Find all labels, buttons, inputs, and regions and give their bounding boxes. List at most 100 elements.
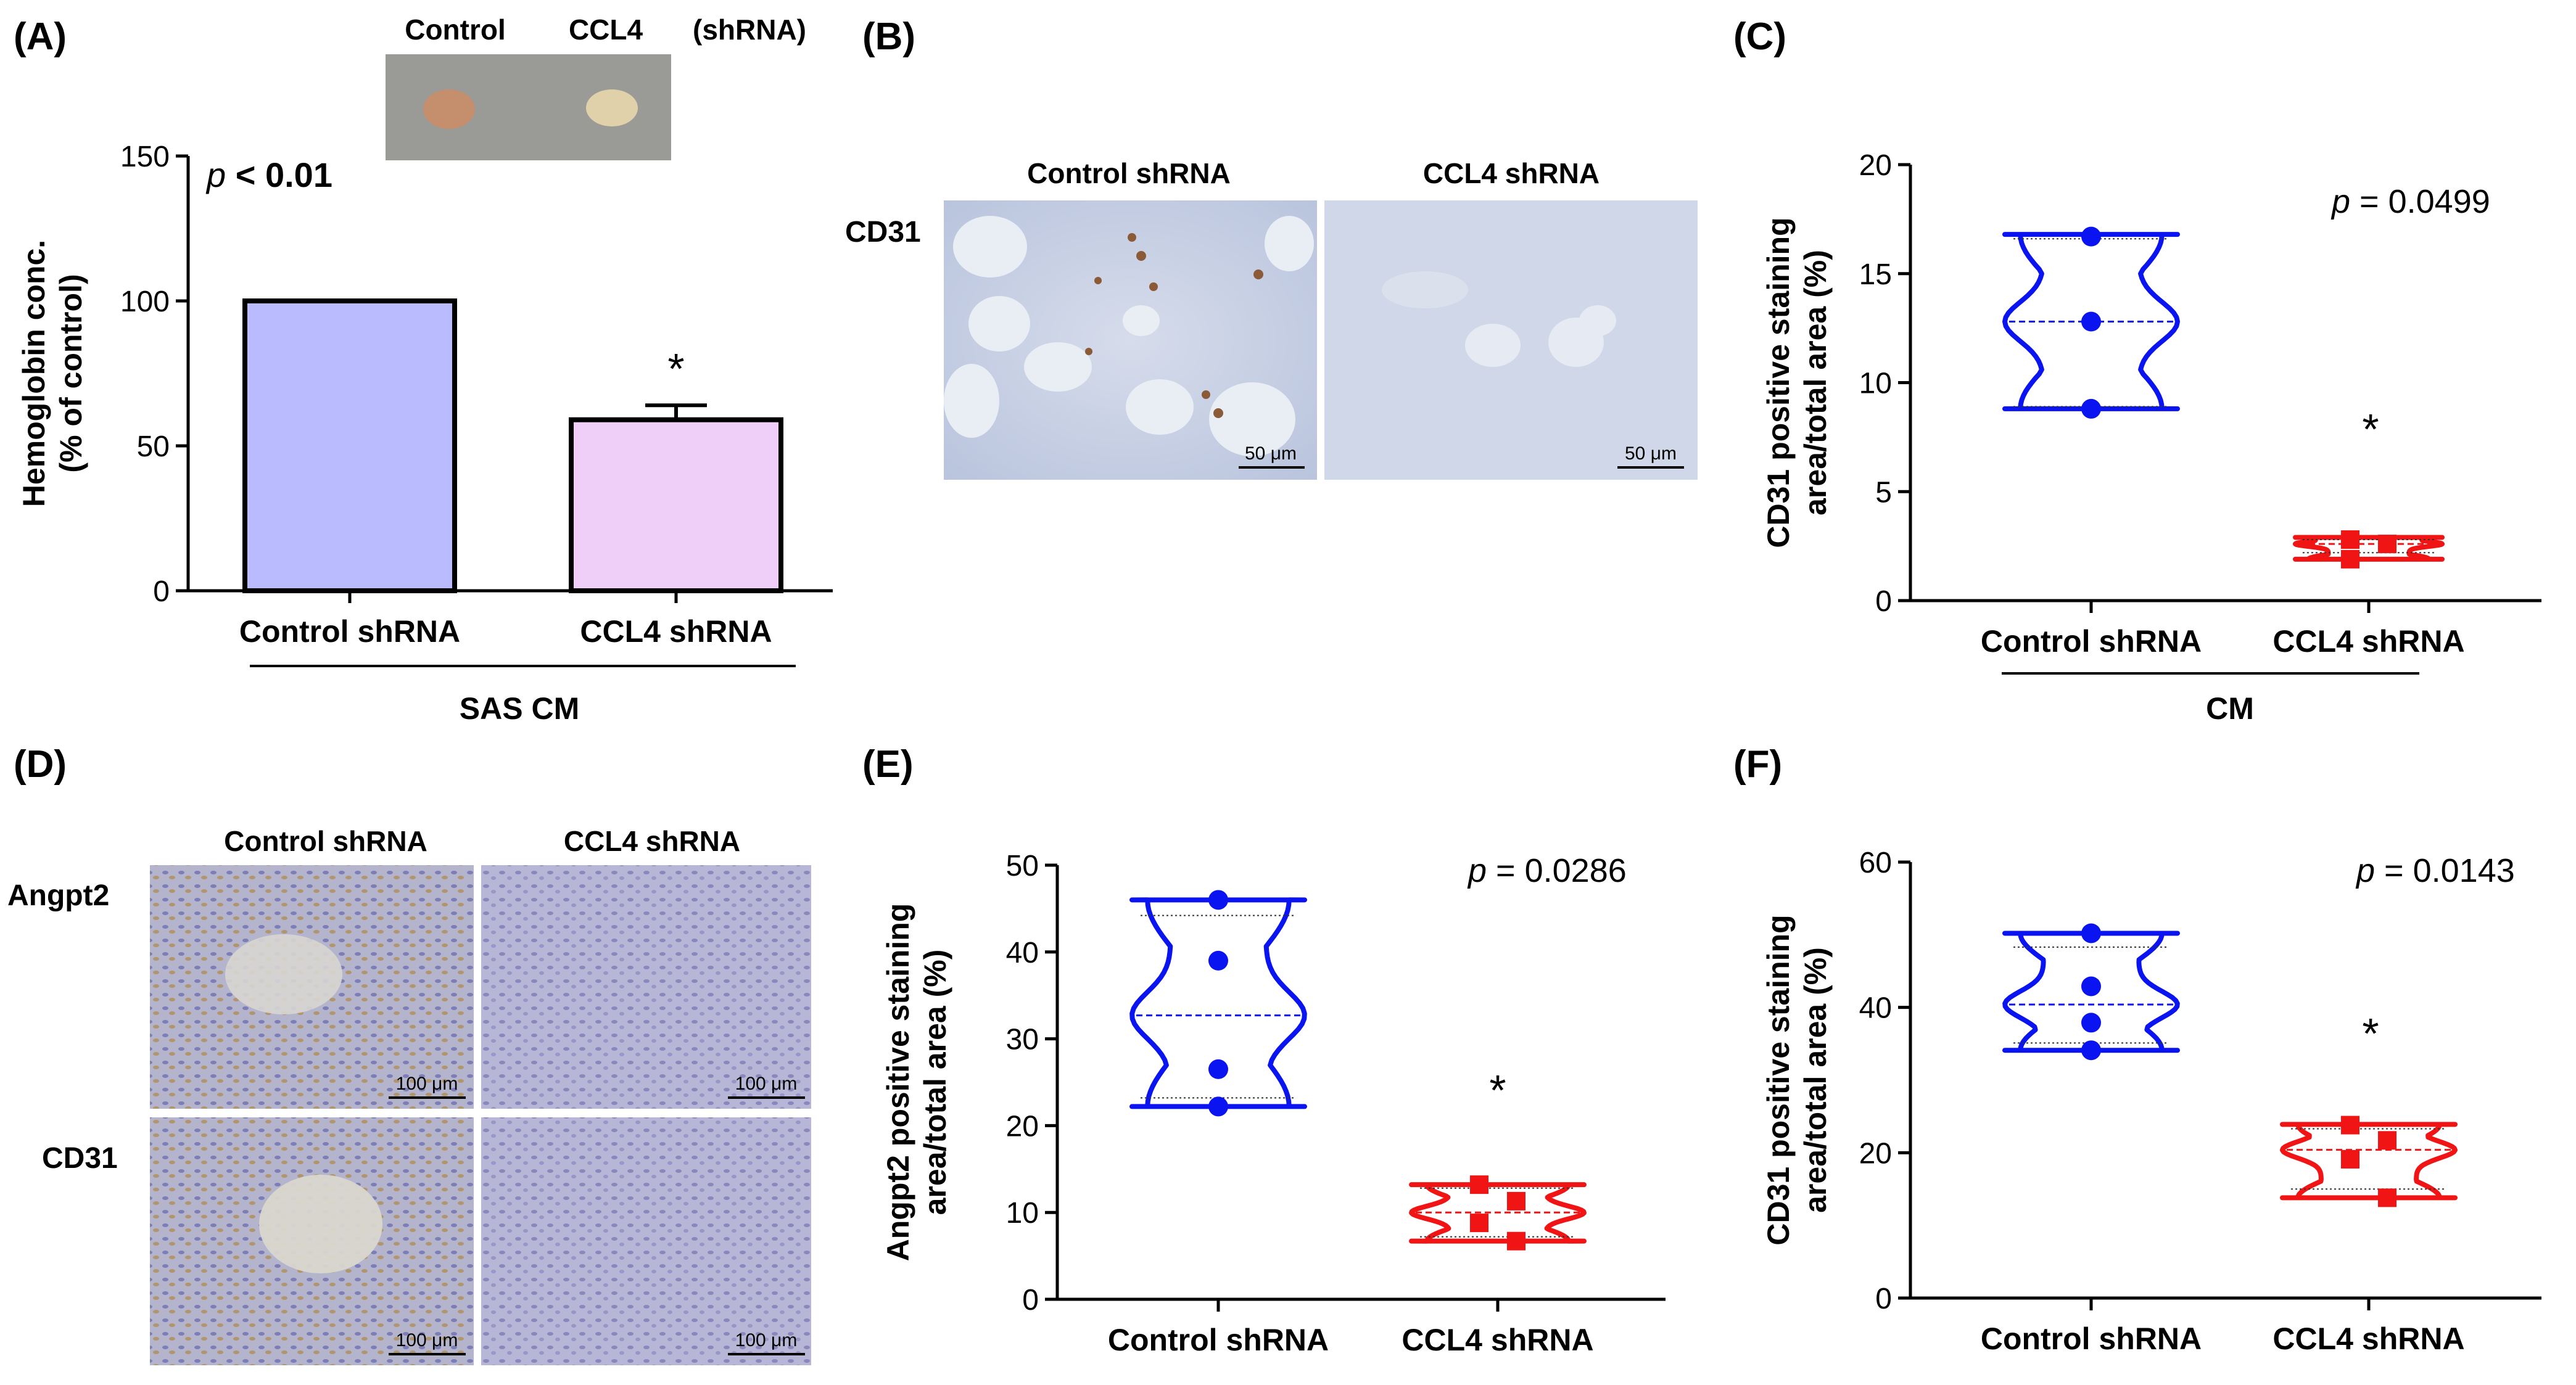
- y-tick-label: 0: [1022, 1284, 1039, 1317]
- scale-bar-label: 100 μm: [396, 1074, 458, 1094]
- panel-a: (A) Control CCL4 (shRNA) 050100150Contro…: [14, 14, 833, 726]
- y-tick-label: 15: [1859, 258, 1892, 291]
- micrograph-control-cd31: 50 μm: [944, 200, 1317, 480]
- significance-star-e: *: [1489, 1066, 1506, 1114]
- violin-outline: [2002, 931, 2180, 1053]
- significance-star-c: *: [2362, 405, 2379, 453]
- violin-outline: [2002, 232, 2180, 411]
- data-point: [2081, 311, 2101, 332]
- photo-label-shrna: (shRNA): [693, 14, 806, 46]
- panel-label-c: (C): [1733, 15, 1786, 58]
- x-tick-label: CCL4 shRNA: [1402, 1323, 1593, 1357]
- panel-label-f: (F): [1733, 743, 1782, 786]
- photo-label-control: Control: [405, 14, 506, 46]
- bar: [569, 417, 783, 593]
- y-tick-label: 5: [1875, 476, 1892, 509]
- scale-bar-label: 100 μm: [396, 1330, 458, 1350]
- violin-outline: [2280, 1122, 2458, 1201]
- row-label-angpt2-d: Angpt2: [7, 879, 109, 912]
- y-tick-label: 40: [1006, 937, 1039, 969]
- y-axis-label: area/total area (%): [918, 950, 952, 1215]
- data-point: [2081, 1040, 2101, 1061]
- data-point: [2341, 530, 2359, 549]
- data-point: [2081, 398, 2101, 419]
- panel-label-e: (E): [862, 743, 914, 786]
- y-tick-label: 20: [1006, 1110, 1039, 1143]
- row-label-cd31-d: CD31: [42, 1142, 118, 1175]
- control-plug-image: [423, 89, 475, 129]
- y-axis-label: Hemoglobin conc.: [17, 240, 51, 507]
- group-label-c: CM: [2206, 691, 2254, 726]
- y-tick-label: 50: [1006, 850, 1039, 882]
- panel-label-a: (A): [14, 15, 67, 58]
- scale-bar-label: 50 μm: [1625, 443, 1677, 464]
- x-tick-label: Control shRNA: [239, 614, 460, 649]
- y-tick-label: 10: [1006, 1197, 1039, 1230]
- data-point: [2081, 226, 2101, 247]
- micrograph-control-cd31-d: 100 μm: [150, 1117, 474, 1365]
- y-tick-label: 0: [1875, 585, 1892, 618]
- data-point: [2341, 1116, 2359, 1135]
- p-value-a: p < 0.01: [205, 155, 332, 194]
- y-axis-label: Angpt2 positive staining: [881, 903, 915, 1262]
- y-tick-label: 0: [153, 575, 170, 608]
- col-label-ccl4-d: CCL4 shRNA: [564, 825, 740, 857]
- panel-label-d: (D): [14, 743, 67, 786]
- data-point: [2081, 923, 2101, 943]
- data-point: [2378, 1131, 2396, 1150]
- p-rest: = 0.0286: [1487, 852, 1627, 889]
- y-axis-label: area/total area (%): [1798, 250, 1833, 516]
- y-tick-label: 30: [1006, 1024, 1039, 1056]
- col-label-ccl4-b: CCL4 shRNA: [1423, 157, 1600, 189]
- p-rest: = 0.0499: [2350, 183, 2490, 220]
- p-value-f: p = 0.0143: [2355, 852, 2515, 889]
- y-axis-label: CD31 positive staining: [1761, 217, 1796, 548]
- data-point: [1507, 1231, 1525, 1251]
- data-point: [1470, 1175, 1488, 1194]
- panel-b: (B) Control shRNA CCL4 shRNA CD31 50 μm: [845, 15, 1698, 480]
- y-axis-label: area/total area (%): [1798, 947, 1833, 1213]
- data-point: [1507, 1191, 1525, 1210]
- y-tick-label: 20: [1859, 149, 1892, 182]
- y-tick-label: 60: [1859, 847, 1892, 879]
- data-point: [1470, 1214, 1488, 1233]
- p-italic: p: [205, 155, 226, 194]
- data-point: [2378, 535, 2396, 554]
- y-tick-label: 50: [137, 430, 170, 463]
- violin-outline: [1409, 1182, 1587, 1244]
- micrograph-ccl4-cd31: 50 μm: [1324, 200, 1698, 480]
- micrograph-control-angpt2: 100 μm: [150, 865, 474, 1109]
- violin-outline: [2293, 535, 2445, 562]
- panel-label-b: (B): [862, 15, 915, 58]
- data-point: [2341, 549, 2359, 569]
- y-axis-label: CD31 positive staining: [1761, 914, 1796, 1245]
- p-value-e: p = 0.0286: [1467, 852, 1627, 889]
- y-tick-label: 150: [120, 141, 170, 173]
- x-tick-label: CCL4 shRNA: [2273, 624, 2464, 659]
- data-point: [2081, 976, 2101, 997]
- y-tick-label: 40: [1859, 992, 1892, 1025]
- panel-d: (D) Control shRNA CCL4 shRNA Angpt2 CD31…: [7, 743, 811, 1365]
- x-tick-label: Control shRNA: [1981, 1321, 2202, 1356]
- micrograph-ccl4-cd31-d: 100 μm: [481, 1117, 811, 1365]
- col-label-control-b: Control shRNA: [1027, 157, 1231, 189]
- p-value-c: p = 0.0499: [2330, 183, 2490, 220]
- group-label-a: SAS CM: [460, 691, 579, 726]
- y-tick-label: 0: [1875, 1283, 1892, 1315]
- significance-star-f: *: [2362, 1009, 2379, 1058]
- micrograph-ccl4-angpt2: 100 μm: [481, 865, 811, 1109]
- data-point: [2341, 1149, 2359, 1169]
- scale-bar-label: 50 μm: [1245, 443, 1297, 464]
- p-rest: = 0.0143: [2375, 852, 2515, 889]
- y-tick-label: 10: [1859, 368, 1892, 400]
- x-tick-label: CCL4 shRNA: [2273, 1321, 2464, 1356]
- scale-bar-label: 100 μm: [735, 1330, 798, 1350]
- row-label-cd31-b: CD31: [845, 216, 921, 249]
